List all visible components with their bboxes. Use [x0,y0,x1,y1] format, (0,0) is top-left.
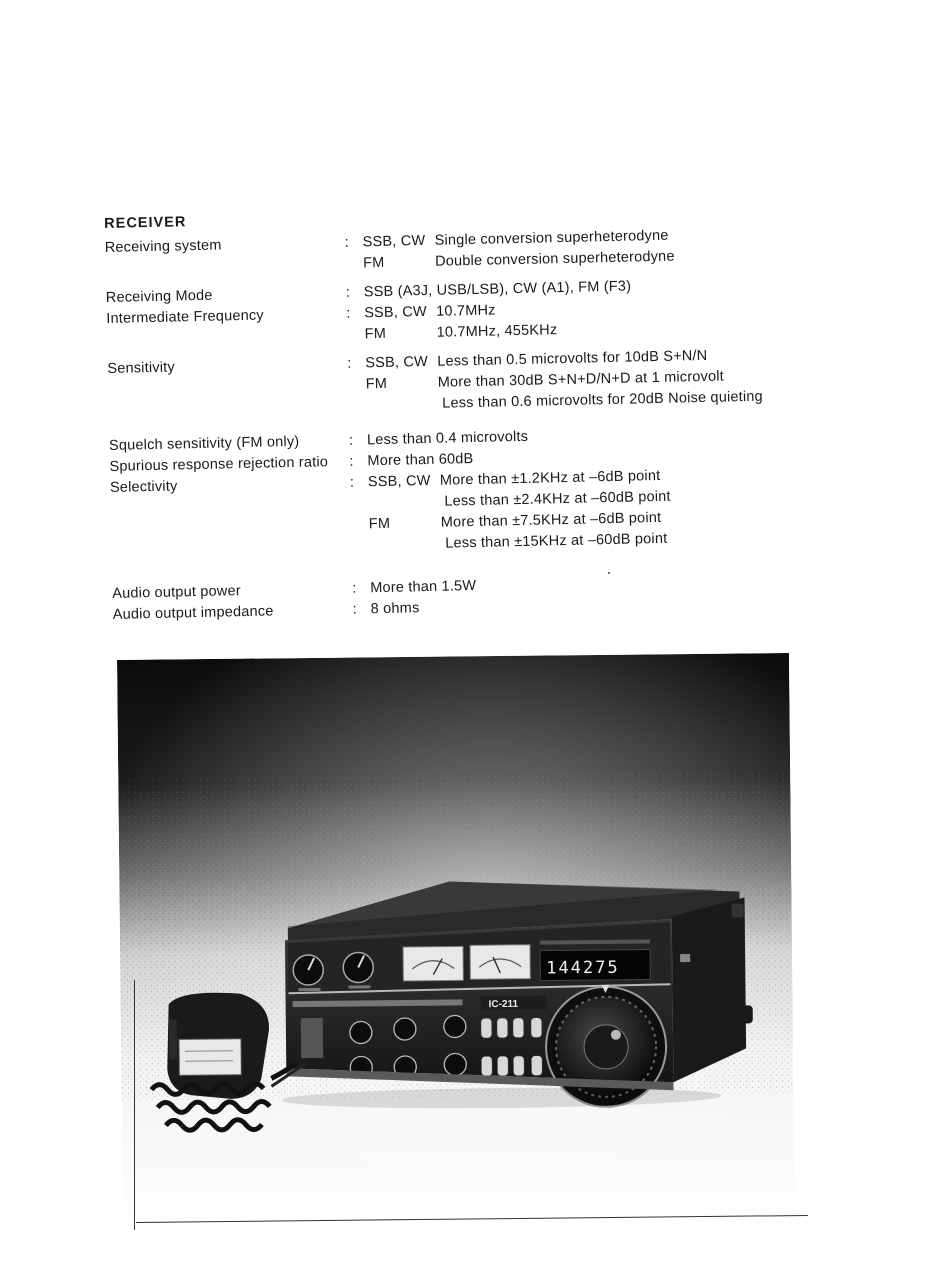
microphone [167,992,269,1099]
spec-mode: SSB, CW [367,472,431,491]
spec-label: Audio output power [112,583,241,602]
spec-mode: FM [362,254,385,272]
spec-mode: FM [368,515,391,533]
spec-value: 10.7MHz [436,302,496,320]
spec-mode: FM [365,375,388,393]
spec-mode: SSB, CW [362,232,426,251]
photo-left-edge [134,980,135,1230]
scan-speck [608,572,610,574]
spec-value: 10.7MHz, 455KHz [436,322,558,341]
coiled-cord [149,1062,297,1133]
spec-label: Selectivity [109,478,178,496]
spec-mode: SSB, CW [364,303,428,322]
model-plate: IC-211 [489,999,519,1010]
spec-label: Intermediate Frequency [106,307,264,327]
spec-label: Audio output impedance [112,603,274,623]
product-photo: 144275 IC-211 [117,652,795,1228]
spec-label: Sensitivity [107,359,176,377]
spec-value: More than 1.5W [370,577,477,597]
spec-value: More than 60dB [367,451,474,470]
transceiver-photo-illustration: 144275 IC-211 [117,652,795,1228]
spec-mode: SSB, CW [365,353,429,372]
spec-label: Receiving system [104,237,222,256]
frequency-display: 144275 [546,958,620,979]
spec-value: 8 ohms [370,600,420,618]
spec-label: Receiving Mode [105,287,213,306]
spec-mode: FM [364,325,387,343]
